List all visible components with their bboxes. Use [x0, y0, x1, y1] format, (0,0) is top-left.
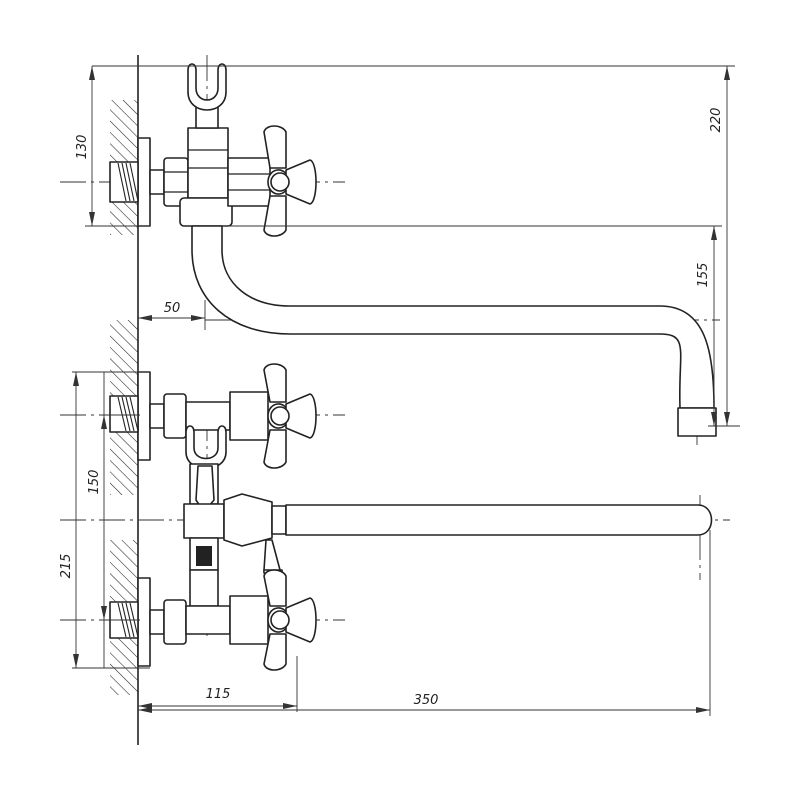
- lower-shower-holder: [185, 425, 227, 470]
- lower-left-connector-top: [109, 371, 269, 461]
- upper-valve-body: [179, 127, 271, 227]
- upper-wall-connector: [109, 137, 189, 227]
- diverter-knob: [223, 493, 287, 579]
- diverter-body: [183, 463, 225, 607]
- upper-thread: [117, 162, 139, 202]
- center-lines: [60, 55, 730, 640]
- dimension-155: 155: [222, 225, 722, 426]
- dimension-220: 220: [92, 65, 740, 427]
- upper-cross-handle: [263, 125, 317, 237]
- bath-spout: [285, 504, 713, 536]
- dimension-50: 50: [138, 300, 206, 330]
- dimension-215: 215: [59, 371, 150, 669]
- dimension-label-155: 155: [696, 263, 711, 288]
- dimension-label-220: 220: [709, 108, 724, 133]
- lower-bottom-cross-handle: [263, 569, 317, 671]
- dimension-label-150: 150: [87, 470, 102, 495]
- lower-thread-top: [117, 396, 139, 432]
- dimension-115: 115: [138, 656, 298, 712]
- lower-left-connector-bottom: [109, 577, 269, 667]
- dimension-label-50: 50: [164, 301, 181, 316]
- dimension-label-350: 350: [414, 693, 439, 708]
- dimension-label-115: 115: [206, 687, 231, 702]
- lower-top-cross-handle: [263, 363, 317, 469]
- dimension-130: 130: [75, 66, 150, 227]
- dimension-150: 150: [87, 372, 140, 668]
- dimension-label-130: 130: [75, 135, 90, 160]
- upper-shower-holder: [187, 63, 227, 129]
- dimension-350: 350: [138, 530, 711, 716]
- dimension-label-215: 215: [59, 554, 74, 579]
- long-spout: [191, 225, 717, 437]
